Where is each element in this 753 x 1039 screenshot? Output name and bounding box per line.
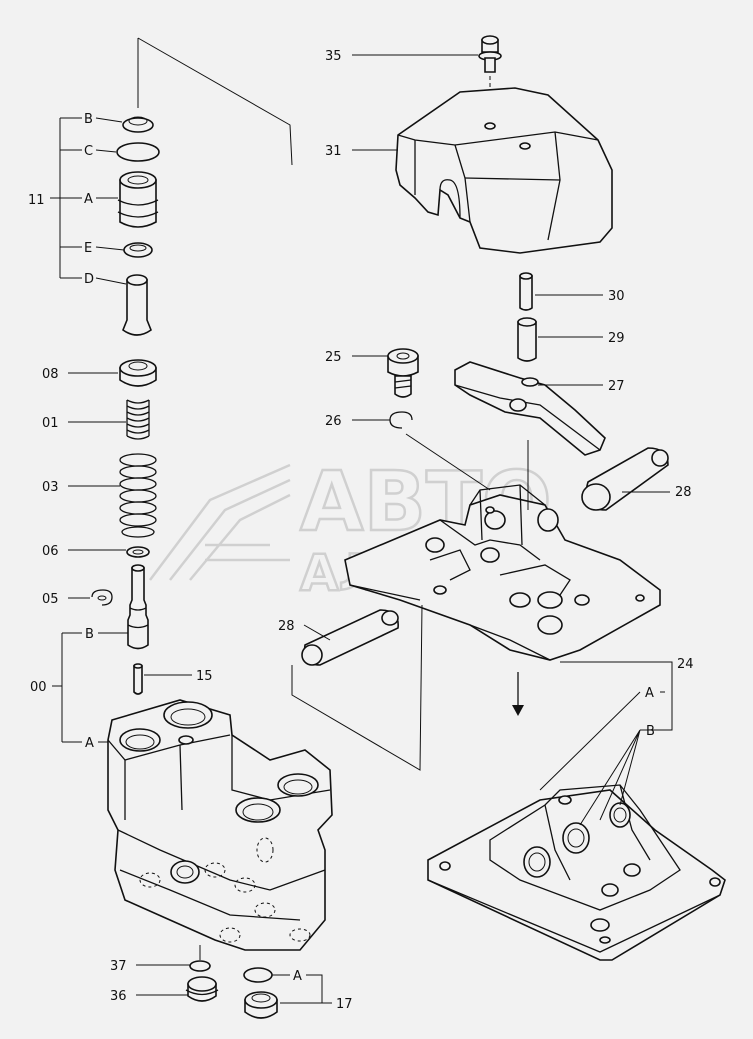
leader-line [137,37,293,166]
label-05: 05 [42,592,59,607]
part-15-pin [133,663,143,695]
leader-line [303,624,331,641]
label-00: 00 [30,680,47,695]
label-29: 29 [608,331,625,346]
label-37: 37 [110,959,127,974]
leader-line [52,632,82,743]
part-24-bottom-view [427,784,726,961]
leader-line [272,974,332,1004]
part-25-bolt [387,348,419,398]
part-00-a-valve-body [107,699,333,951]
leader-line [539,691,665,791]
part-27-lever [454,361,606,456]
part-01-inner-spring [126,399,150,440]
part-06-washer [126,546,150,558]
label-24: 24 [677,657,694,672]
label-11-a: A [84,192,93,207]
part-11-d-pin [122,274,152,336]
label-31: 31 [325,144,342,159]
part-26-clip [389,411,491,491]
leader-line [98,632,128,743]
leader-line [291,604,423,771]
part-29-pin [517,317,537,362]
label-25: 25 [325,350,342,365]
leader-line [95,117,127,285]
part-28-pin-right [581,447,669,511]
label-08: 08 [42,367,59,382]
label-27: 27 [608,379,625,394]
label-24-b: B [646,724,655,739]
part-11-e-ring [123,242,153,258]
leader-line [50,117,82,279]
part-11-c-oring [116,142,160,162]
label-17: 17 [336,997,353,1012]
label-00-b: B [85,627,94,642]
label-28-right: 28 [675,485,692,500]
label-11-e: E [84,241,92,256]
watermark-emblem [149,463,291,581]
part-08-cap [119,359,157,387]
label-28-left: 28 [278,619,295,634]
label-01: 01 [42,416,59,431]
label-11-d: D [84,272,94,287]
part-24-base-plate [344,440,661,661]
part-30-pin [519,272,533,311]
view-arrow [512,672,524,716]
label-11: 11 [28,193,45,208]
part-37-oring [189,960,211,972]
label-00-a: A [85,736,94,751]
label-17-a: A [293,969,302,984]
part-05-clip [91,589,113,606]
part-17-plug [244,991,278,1019]
part-11-a-sleeve [117,171,159,228]
label-35: 35 [325,49,342,64]
part-17-a-oring [243,967,273,983]
part-03-outer-spring [119,453,157,538]
label-24-a: A [645,686,654,701]
label-26: 26 [325,414,342,429]
leader-line [579,729,641,826]
part-00-b-spool [127,564,149,650]
leader-line [560,661,673,731]
label-30: 30 [608,289,625,304]
part-11-b-ring [122,116,154,133]
part-31-cover [395,87,613,254]
label-36: 36 [110,989,127,1004]
label-11-b: B [84,112,93,127]
label-15: 15 [196,669,213,684]
part-28-pin-left [301,609,399,666]
label-03: 03 [42,480,59,495]
label-06: 06 [42,544,59,559]
part-36-plug [185,976,219,1002]
label-11-c: C [84,144,93,159]
